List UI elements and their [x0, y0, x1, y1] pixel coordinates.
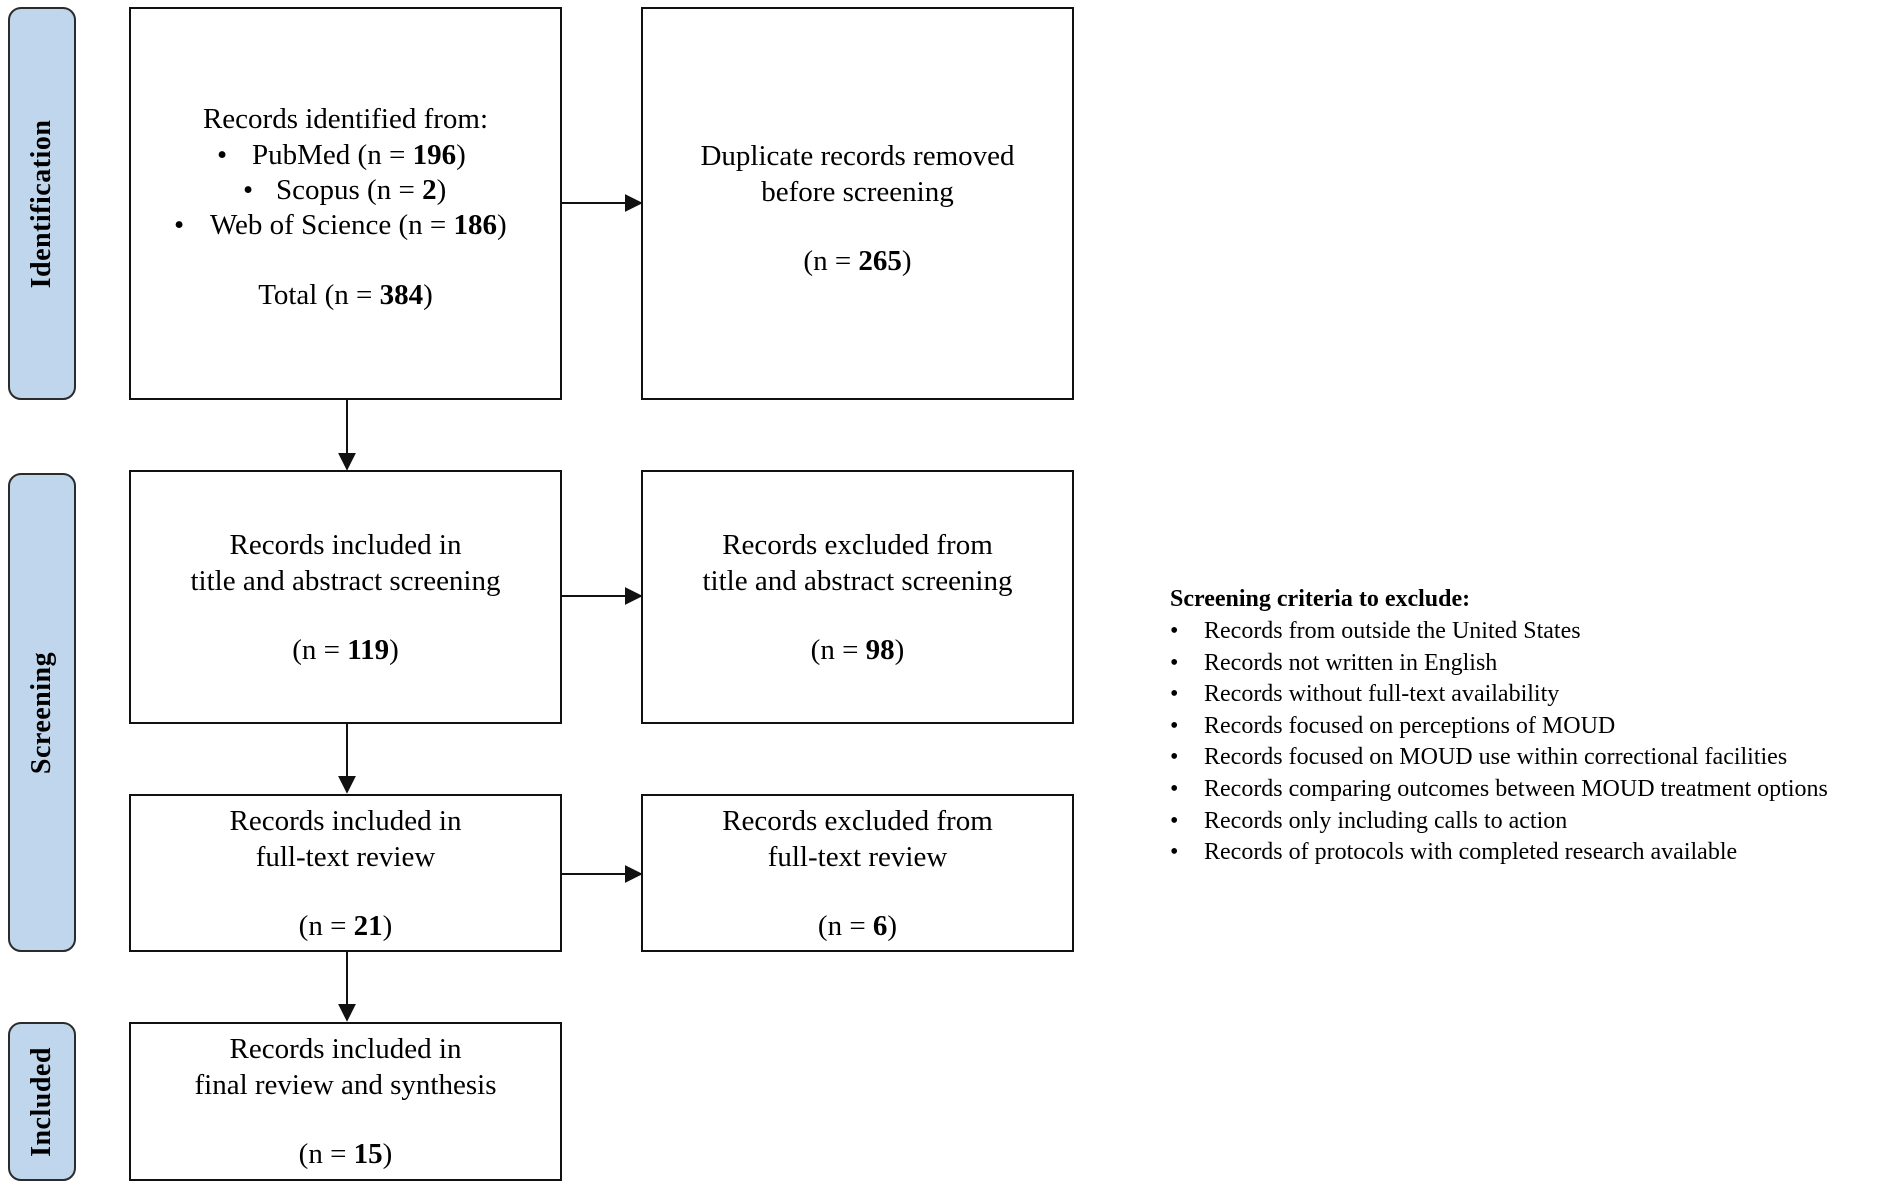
- ft-excluded-line1: Records excluded from: [722, 805, 993, 837]
- bullet: •: [1170, 649, 1179, 676]
- count-value: 119: [347, 634, 390, 666]
- criteria-text: Records comparing outcomes between MOUD …: [1204, 775, 1828, 802]
- ta-included-count: (n = 119): [292, 634, 399, 666]
- criteria-text: Records without full-text availability: [1204, 681, 1560, 708]
- ta-included-line2: title and abstract screening: [190, 565, 501, 597]
- criteria-item: • Records focused on MOUD use within corr…: [1170, 742, 1895, 774]
- bullet: •: [217, 139, 228, 171]
- criteria-item: • Records focused on perceptions of MOUD: [1170, 711, 1895, 743]
- duplicates-line2: before screening: [761, 176, 954, 208]
- duplicates-line1: Duplicate records removed: [700, 140, 1015, 172]
- exclusion-criteria: Screening criteria to exclude: • Records …: [1170, 582, 1895, 869]
- criteria-text: Records from outside the United States: [1204, 618, 1581, 644]
- criteria-item: • Records of protocols with completed res…: [1170, 837, 1895, 869]
- bullet: •: [1170, 744, 1179, 771]
- ft-included-count: (n = 21): [298, 910, 393, 942]
- source-item: • PubMed (n = 196): [217, 139, 466, 171]
- criteria-text: Records focused on perceptions of MOUD: [1204, 712, 1616, 739]
- phase-screening: Screening: [8, 473, 76, 952]
- criteria-text: Records not written in English: [1204, 649, 1498, 676]
- criteria-item: • Records not written in English: [1170, 648, 1895, 680]
- source-count: 2: [422, 174, 437, 206]
- source-item: • Scopus (n = 2): [243, 174, 447, 206]
- ft-included-line1: Records included in: [229, 805, 462, 837]
- bullet: •: [1170, 618, 1179, 644]
- criteria-title: Screening criteria to exclude:: [1170, 586, 1471, 612]
- phase-identification: Identification: [8, 7, 76, 400]
- box-title-abstract-included: Records included in title and abstract s…: [129, 470, 562, 724]
- count-value: 6: [872, 910, 888, 942]
- bullet: •: [243, 174, 254, 206]
- bullet: •: [1170, 712, 1179, 739]
- phase-included-label: Included: [26, 1046, 57, 1157]
- criteria-item: • Records only including calls to action: [1170, 806, 1895, 838]
- bullet: •: [1170, 681, 1179, 708]
- ta-excluded-line1: Records excluded from: [722, 529, 993, 561]
- source-count: 196: [412, 139, 457, 171]
- ft-excluded-count: (n = 6): [817, 910, 898, 942]
- bullet: •: [1170, 807, 1179, 834]
- final-line2: final review and synthesis: [194, 1069, 497, 1101]
- source-name: PubMed: [252, 139, 351, 171]
- criteria-item: • Records from outside the United States: [1170, 616, 1895, 648]
- final-line1: Records included in: [229, 1033, 462, 1065]
- box-title-abstract-excluded: Records excluded from title and abstract…: [641, 470, 1074, 724]
- box-fulltext-excluded: Records excluded from full-text review (…: [641, 794, 1074, 952]
- box-final-included: Records included in final review and syn…: [129, 1022, 562, 1181]
- count-value: 265: [858, 245, 902, 277]
- ta-excluded-count: (n = 98): [810, 634, 905, 666]
- identified-heading: Records identified from:: [202, 103, 489, 135]
- duplicates-count: (n = 265): [803, 245, 912, 277]
- count-value: 15: [353, 1138, 383, 1170]
- phase-included: Included: [8, 1022, 76, 1181]
- criteria-item: • Records comparing outcomes between MOUD…: [1170, 774, 1895, 806]
- count-value: 21: [353, 910, 383, 942]
- count-value: 98: [865, 634, 895, 666]
- source-name: Web of Science: [210, 209, 392, 241]
- criteria-item: • Records without full-text availability: [1170, 679, 1895, 711]
- ta-excluded-line2: title and abstract screening: [702, 565, 1013, 597]
- ta-included-line1: Records included in: [229, 529, 462, 561]
- phase-screening-label: Screening: [26, 651, 57, 774]
- source-list: • PubMed (n = 196) • Scopus (n = 2) • We…: [131, 138, 560, 243]
- source-item: • Web of Science (n = 186): [174, 209, 507, 241]
- phase-identification-label: Identification: [26, 119, 57, 288]
- ft-included-line2: full-text review: [255, 841, 436, 873]
- box-fulltext-included: Records included in full-text review (n …: [129, 794, 562, 952]
- criteria-text: Records only including calls to action: [1204, 807, 1568, 834]
- box-duplicates-removed: Duplicate records removed before screeni…: [641, 7, 1074, 400]
- final-count: (n = 15): [298, 1138, 393, 1170]
- criteria-list: •Records from outside the United States …: [1170, 616, 1895, 869]
- source-name: Scopus: [276, 174, 360, 206]
- bullet: •: [1170, 775, 1179, 802]
- bullet: •: [1170, 839, 1179, 866]
- total-label: Total: [258, 279, 318, 311]
- criteria-text: Records focused on MOUD use within corre…: [1204, 744, 1788, 771]
- box-records-identified: Records identified from: • PubMed (n = 1…: [129, 7, 562, 400]
- source-count: 186: [453, 209, 498, 241]
- ft-excluded-line2: full-text review: [767, 841, 948, 873]
- bullet: •: [174, 209, 185, 241]
- total-count: 384: [379, 279, 424, 311]
- identified-total: Total (n = 384): [258, 279, 433, 311]
- criteria-text: Records of protocols with completed rese…: [1204, 839, 1738, 866]
